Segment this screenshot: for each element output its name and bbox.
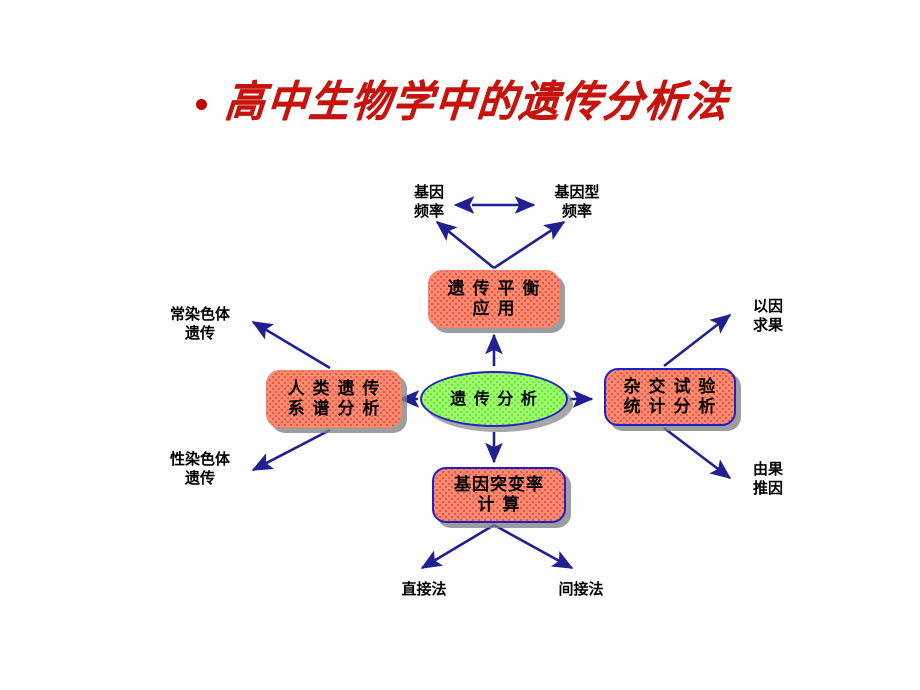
label-direct-method: 直接法 — [401, 580, 447, 598]
label-genotype-frequency: 基因型 频率 — [554, 183, 600, 221]
node-line2: 统 计 分 析 — [623, 397, 717, 417]
label-sex-chromosome-inheritance: 性染色体 遗传 — [169, 450, 230, 488]
node-line1: 基因突变率 — [454, 474, 544, 495]
node-line1: 遗 传 分 析 — [450, 388, 538, 408]
node-hybridization-statistics[interactable]: 杂 交 试 验 统 计 分 析 — [604, 368, 736, 426]
arrow-bottom-to-direct — [420, 523, 495, 570]
node-human-pedigree-analysis[interactable]: 人 类 遗 传 系 谱 分 析 — [266, 370, 402, 428]
node-line2: 系 谱 分 析 — [287, 399, 381, 419]
node-mutation-rate-calculation[interactable]: 基因突变率 计 算 — [432, 467, 566, 523]
arrow-top-to-gene-freq — [435, 220, 495, 270]
arrow-right-to-cause-effect — [663, 313, 732, 368]
arrow-left-to-autosomal — [251, 320, 331, 370]
page-title: 高中生物学中的遗传分析法 — [196, 72, 756, 132]
arrow-bottom-to-indirect — [493, 523, 574, 570]
arrow-right-to-effect-cause — [663, 426, 732, 480]
node-line2: 计 算 — [477, 495, 521, 515]
node-line1: 人 类 遗 传 — [287, 378, 381, 399]
label-effect-to-cause: 由果 推因 — [752, 460, 783, 498]
node-genetic-analysis-center[interactable]: 遗 传 分 析 — [420, 371, 568, 427]
node-genetic-equilibrium[interactable]: 遗 传 平 衡 应 用 — [428, 270, 560, 328]
node-line2: 应 用 — [472, 299, 516, 319]
node-line1: 杂 交 试 验 — [623, 376, 717, 397]
arrow-top-to-genotype-freq — [493, 220, 566, 270]
node-line1: 遗 传 平 衡 — [447, 278, 541, 299]
label-cause-to-effect: 以因 求果 — [752, 297, 783, 335]
label-indirect-method: 间接法 — [558, 580, 604, 598]
bullet-dot-icon — [196, 98, 207, 110]
label-autosomal-inheritance: 常染色体 遗传 — [169, 305, 230, 343]
label-gene-frequency: 基因 频率 — [413, 183, 444, 221]
arrow-left-to-sexchrom — [251, 428, 331, 472]
